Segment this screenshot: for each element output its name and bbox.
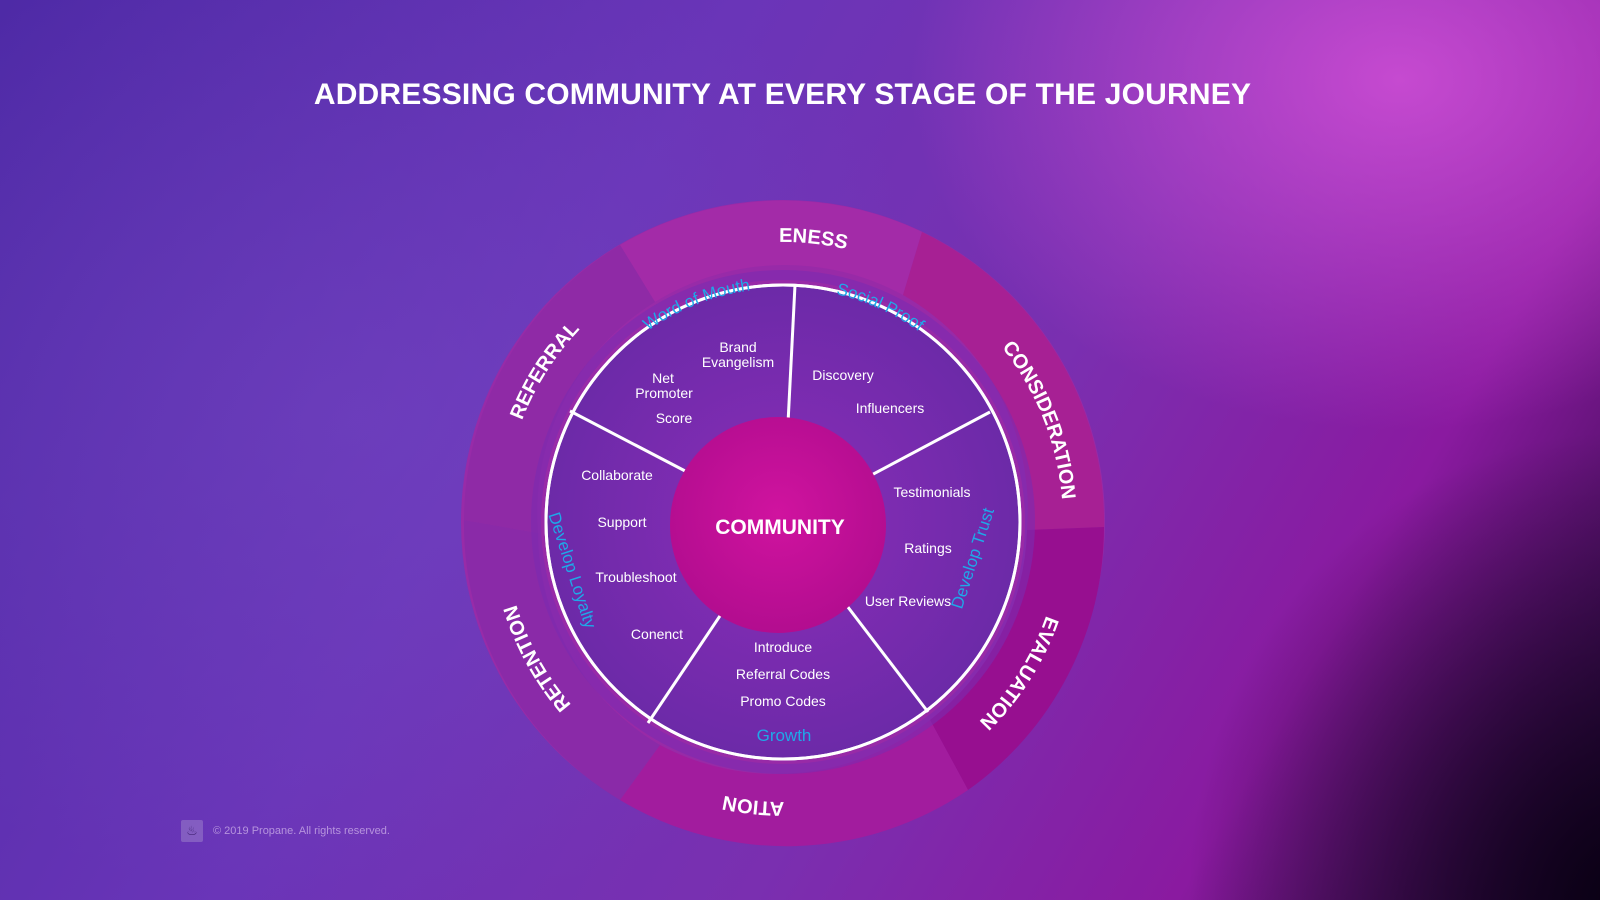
center-label: COMMUNITY (715, 516, 845, 539)
item-troubleshoot: Troubleshoot (595, 569, 676, 585)
page-title: ADDRESSING COMMUNITY AT EVERY STAGE OF T… (313, 78, 1252, 111)
item-influencers: Influencers (856, 400, 924, 416)
inner-ring-edge (531, 270, 1035, 774)
community-center-circle (670, 417, 886, 633)
stage-segment-referral (464, 245, 655, 533)
stage-segment-retention (463, 520, 660, 800)
item-promoter: Promoter (635, 385, 693, 401)
stage-segment-awareness (620, 200, 922, 302)
item-support: Support (597, 514, 646, 530)
item-collaborate: Collaborate (581, 467, 653, 483)
item-brand: Brand (719, 339, 756, 355)
heading-growth: Growth (757, 726, 812, 745)
copyright-text: © 2019 Propane. All rights reserved. (213, 825, 390, 837)
item-user-reviews: User Reviews (865, 593, 951, 609)
item-score: Score (656, 410, 693, 426)
item-testimonials: Testimonials (893, 484, 970, 500)
propane-flame-icon: ♨ (181, 820, 203, 842)
footer: ♨ © 2019 Propane. All rights reserved. (181, 820, 390, 842)
item-promo-codes: Promo Codes (740, 693, 826, 709)
item-introduce: Introduce (754, 639, 813, 655)
item-referral-codes: Referral Codes (736, 666, 830, 682)
stage-segment-consideration (903, 232, 1105, 530)
inner-wheel-border (544, 283, 1022, 761)
item-net: Net (652, 370, 674, 386)
item-connect: Conenct (631, 626, 683, 642)
item-discovery: Discovery (812, 367, 873, 383)
stage-segment-evaluation (930, 527, 1104, 790)
item-ratings: Ratings (904, 540, 951, 556)
item-evangelism: Evangelism (702, 354, 774, 370)
